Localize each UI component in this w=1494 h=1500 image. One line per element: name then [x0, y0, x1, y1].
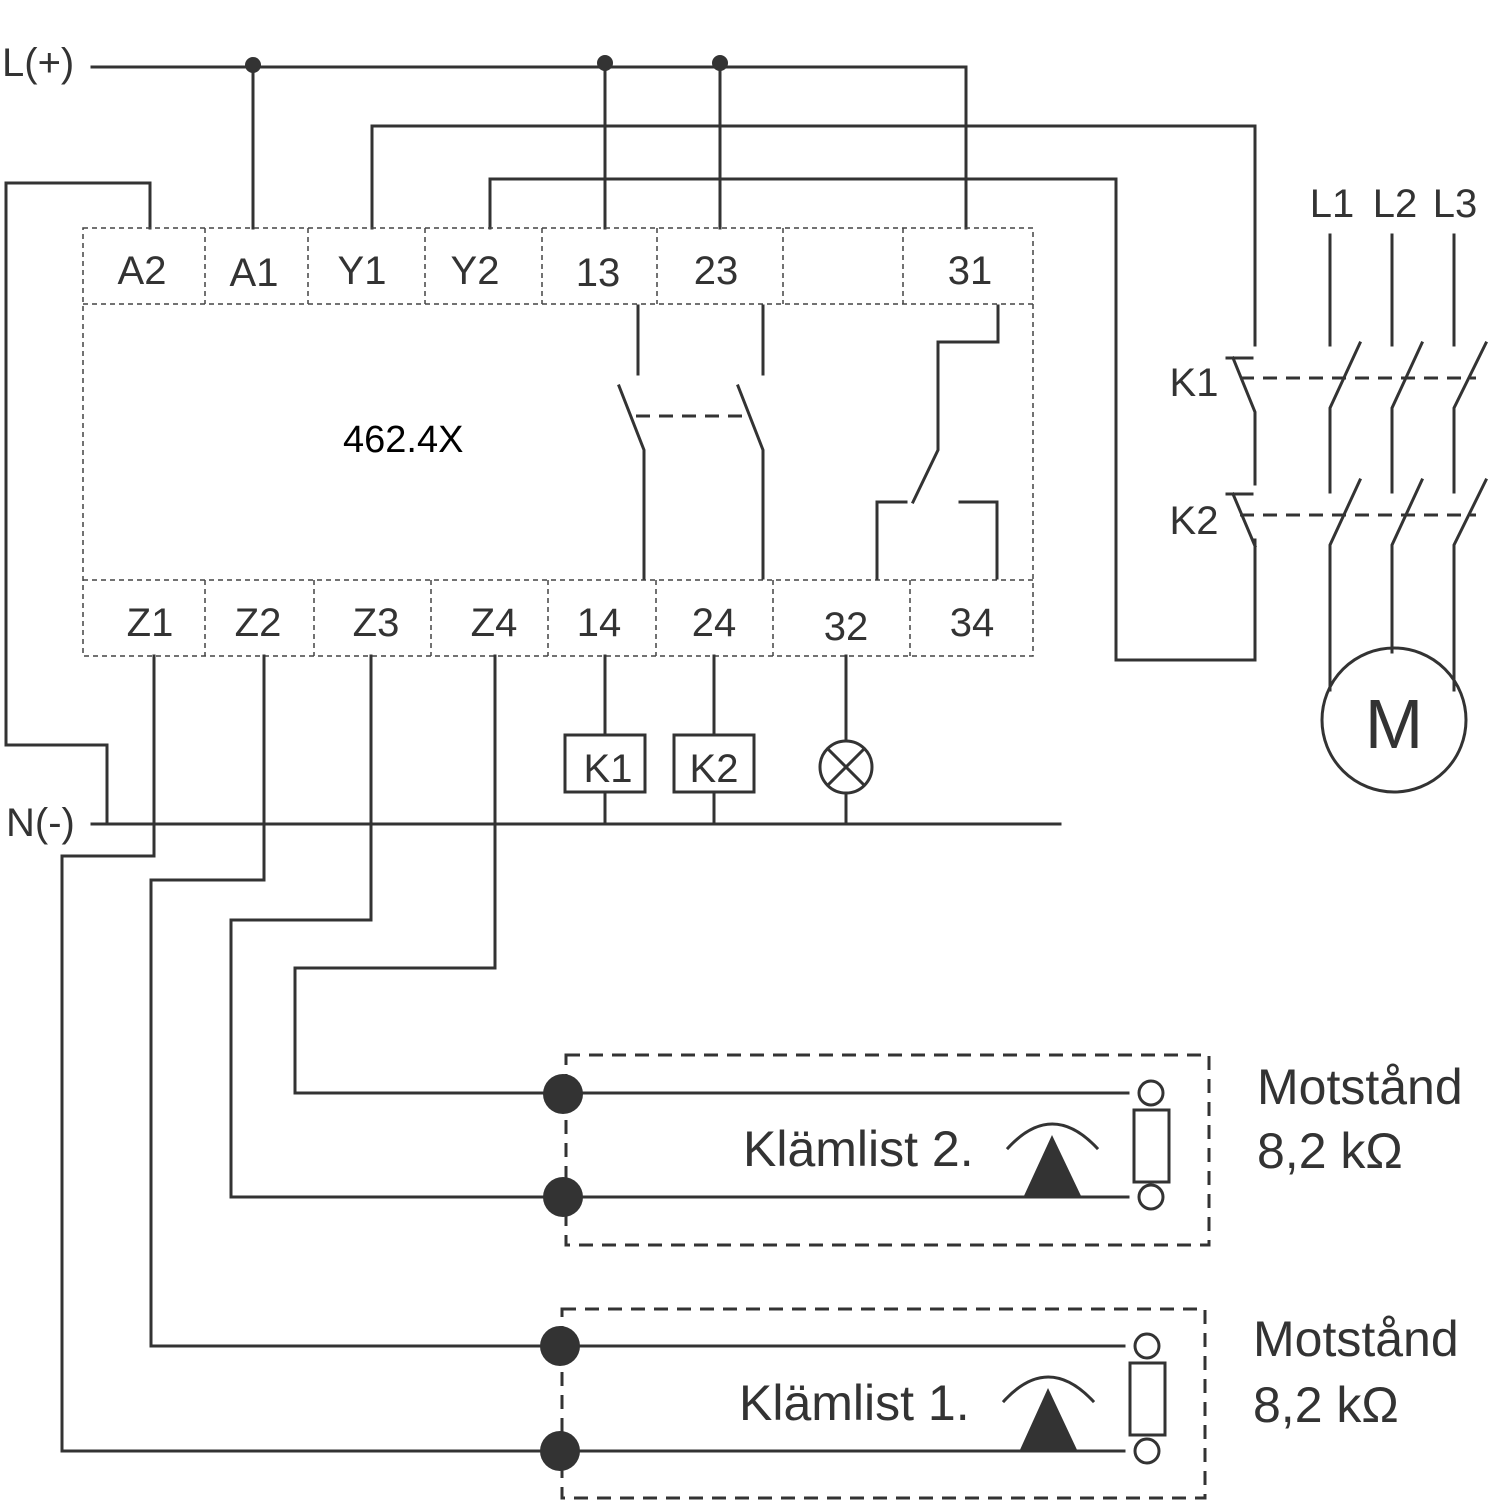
svg-text:K1: K1 [1170, 361, 1219, 405]
safety-edge-2: Klämlist 2. [543, 1053, 1211, 1247]
positive-rail [90, 55, 968, 230]
terminal-13: 13 [576, 251, 621, 295]
terminal-a1: A1 [230, 251, 279, 295]
svg-text:K2: K2 [690, 747, 739, 791]
resistor-2-title: Motstånd [1257, 1059, 1463, 1115]
svg-text:M: M [1365, 685, 1423, 763]
y2-wire [488, 177, 1257, 662]
terminal-z4: Z4 [471, 601, 518, 645]
terminal-31: 31 [948, 249, 993, 293]
safety-edge-1: Klämlist 1. [540, 1307, 1207, 1500]
terminal-23: 23 [694, 249, 739, 293]
terminal-y2: Y2 [451, 249, 500, 293]
indicator-lamp-icon [818, 654, 874, 826]
load-k1: K1 [563, 654, 647, 826]
terminal-y1: Y1 [338, 249, 387, 293]
resistor-1-title: Motstånd [1253, 1311, 1459, 1367]
y1-wire [370, 124, 1257, 347]
svg-text:Klämlist 1.: Klämlist 1. [739, 1375, 970, 1431]
load-k2: K2 [672, 654, 756, 826]
a2-wire [4, 181, 152, 826]
z4-wire [293, 654, 566, 1095]
rail-label-negative: N(-) [6, 801, 75, 845]
terminal-34: 34 [950, 601, 995, 645]
z2-wire [149, 654, 564, 1348]
svg-text:K1: K1 [584, 747, 633, 791]
resistor-2-value: 8,2 kΩ [1257, 1123, 1403, 1179]
output-contacts [617, 304, 765, 580]
svg-text:Klämlist 2.: Klämlist 2. [743, 1121, 974, 1177]
terminal-z2: Z2 [235, 601, 282, 645]
motor-circuit: L1 L2 L3 K1 K2 M [1170, 182, 1489, 794]
auxiliary-contact [875, 304, 1000, 580]
z3-wire [229, 654, 566, 1199]
terminal-z3: Z3 [353, 601, 400, 645]
motor-icon [1320, 646, 1468, 794]
svg-text:L1: L1 [1310, 182, 1355, 226]
svg-text:L2: L2 [1373, 182, 1418, 226]
terminal-24: 24 [692, 601, 737, 645]
terminal-z1: Z1 [127, 601, 174, 645]
z1-wire [60, 654, 564, 1453]
safety-relay-device: 462.4X A2 A1 Y1 Y2 13 23 31 Z1 Z2 Z3 Z4 … [82, 227, 1034, 657]
svg-text:K2: K2 [1170, 499, 1219, 543]
svg-text:L3: L3 [1433, 182, 1478, 226]
rail-label-positive: L(+) [2, 41, 74, 85]
resistor-1-value: 8,2 kΩ [1253, 1377, 1399, 1433]
terminal-32: 32 [824, 605, 869, 649]
terminal-14: 14 [577, 601, 622, 645]
device-model: 462.4X [343, 419, 463, 461]
terminal-a2: A2 [118, 249, 167, 293]
